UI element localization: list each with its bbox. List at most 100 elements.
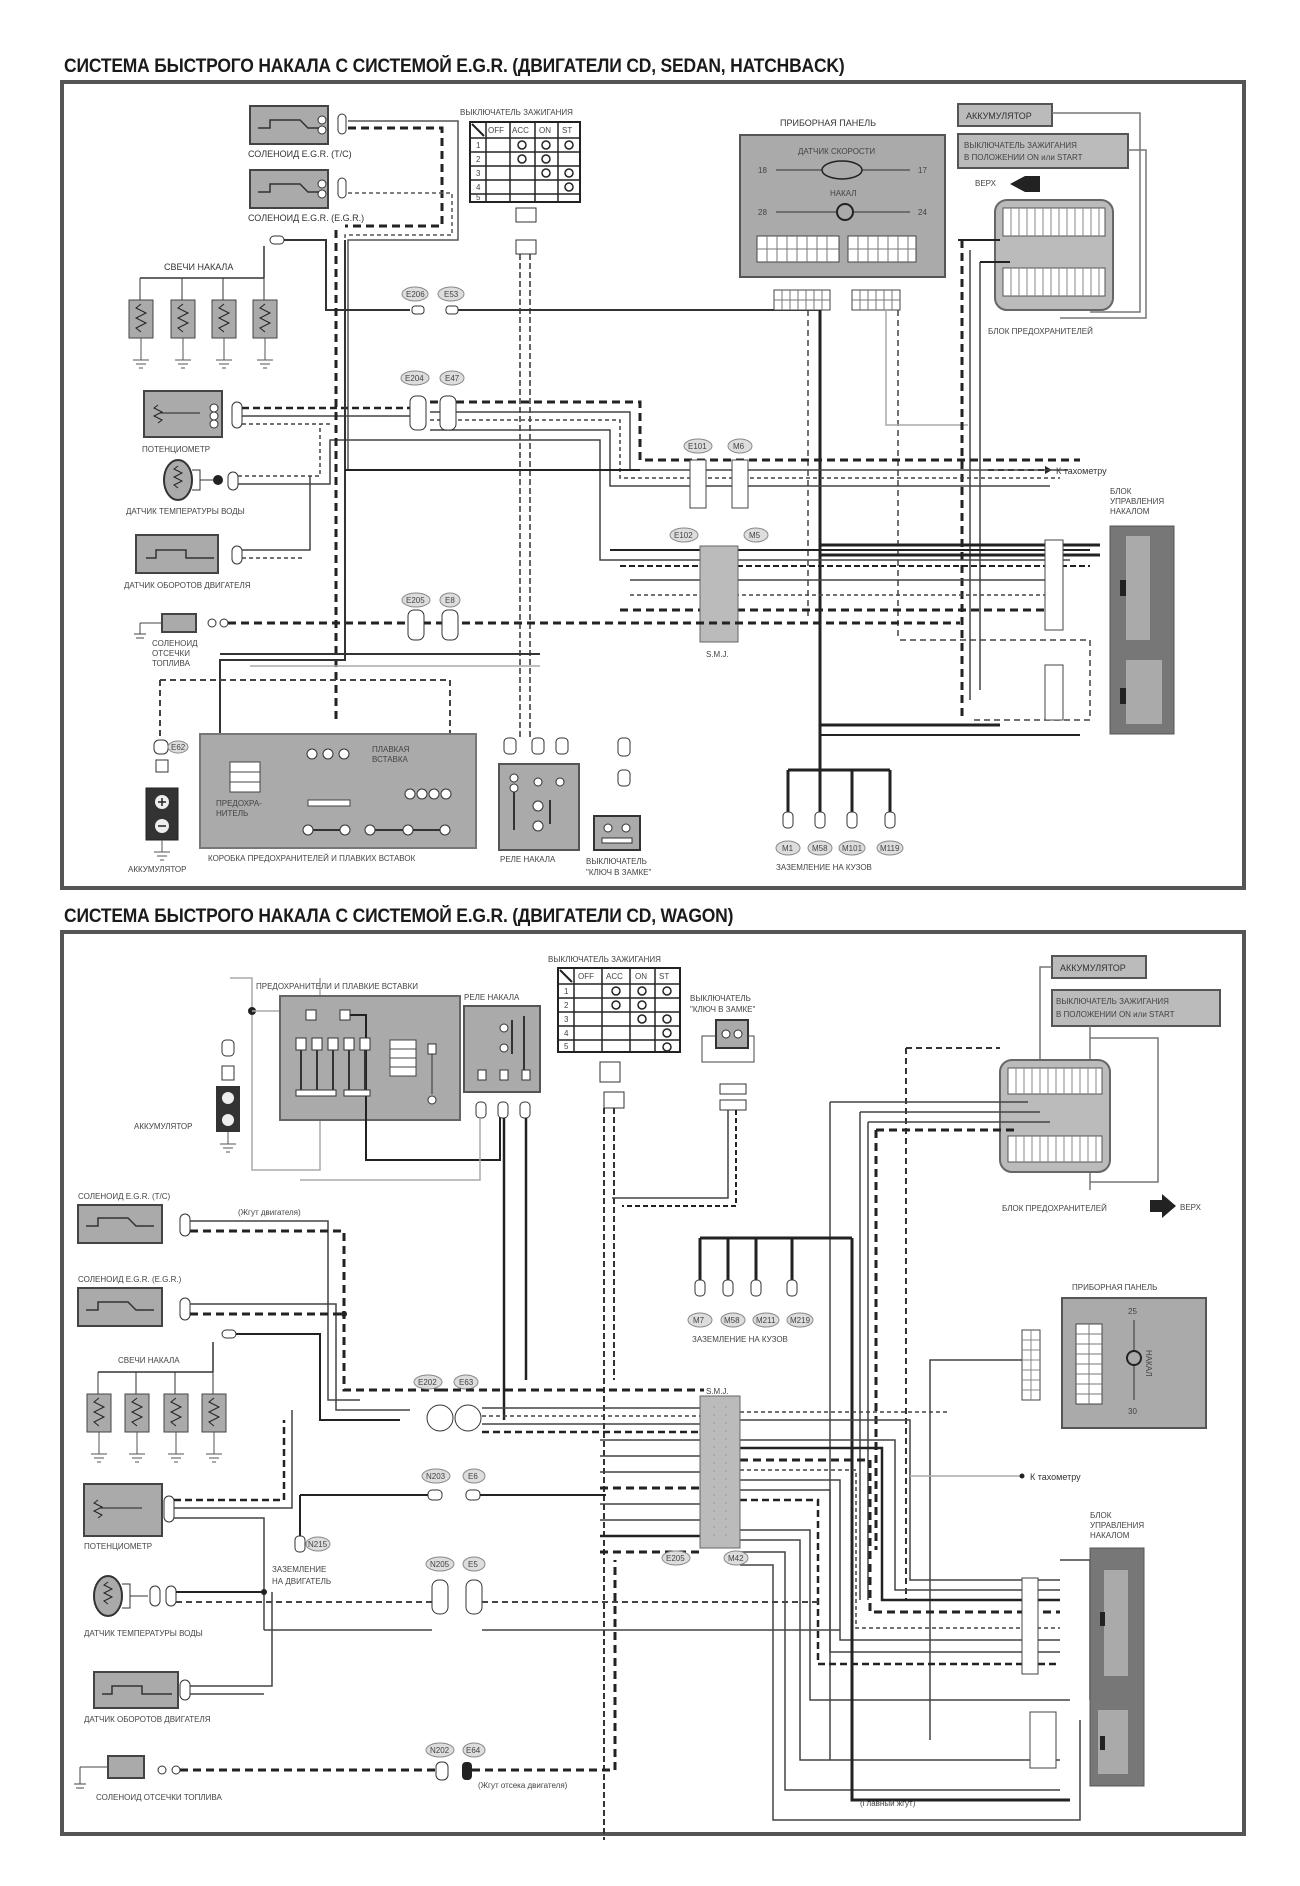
connector-n205-label: N205 [430, 1560, 450, 1569]
switch2-row-2: 2 [564, 1001, 569, 1010]
glow-plugs-label: СВЕЧИ НАКАЛА [164, 262, 233, 272]
switch2-row-1: 1 [564, 987, 569, 996]
connector-e204-e47: E204 E47 [400, 370, 465, 431]
ign-on-label-1: ВЫКЛЮЧАТЕЛЬ ЗАЖИГАНИЯ [964, 141, 1077, 150]
connector-n215-label: N215 [308, 1540, 328, 1549]
ignition-switch-table: ВЫКЛЮЧАТЕЛЬ ЗАЖИГАНИЯ OFF ACC ON ST 1 2 … [460, 108, 581, 740]
connector-m5-label: M5 [749, 531, 761, 540]
up-label: ВЕРХ [975, 179, 997, 188]
connector-e53-label: E53 [444, 290, 459, 299]
arrow-left-icon [1010, 176, 1040, 192]
connector-n202-label: N202 [430, 1746, 450, 1755]
battery-label-2: АККУМУЛЯТОР [134, 1122, 192, 1131]
battery-label: АККУМУЛЯТОР [128, 865, 186, 874]
connector-e202-e63: E202 E63 [413, 1374, 482, 1432]
glow-plug-4 [252, 278, 278, 369]
fuse-box-label: КОРОБКА ПРЕДОХРАНИТЕЛЕЙ И ПЛАВКИХ ВСТАВО… [208, 854, 416, 863]
battery-box2-label: АККУМУЛЯТОР [1060, 963, 1126, 973]
water-temp-sensor-2: ДАТЧИК ТЕМПЕРАТУРЫ ВОДЫ [84, 1575, 432, 1638]
switch-col-acc: ACC [512, 126, 529, 135]
ign-on2-label-2: В ПОЛОЖЕНИИ ON или START [1056, 1010, 1175, 1019]
potentiometer-2: ПОТЕНЦИОМЕТР [83, 1410, 293, 1630]
ground-m219: M219 [790, 1316, 811, 1325]
speed-sensor-label: ДАТЧИК СКОРОСТИ [798, 147, 875, 156]
connector-e47-label: E47 [445, 374, 460, 383]
battery-1: E62 АККУМУЛЯТОР [128, 679, 451, 874]
switch-row-4: 4 [476, 183, 481, 192]
smj-label: S.M.J. [706, 650, 729, 659]
engine-ground-2: N215 ЗАЗЕМЛЕНИЕ НА ДВИГАТЕЛЬ [272, 1495, 331, 1586]
fuel-cut2-label: СОЛЕНОИД ОТСЕЧКИ ТОПЛИВА [96, 1793, 222, 1802]
ground-m101: M101 [842, 844, 863, 853]
main-harness-label: (Главный жгут) [860, 1799, 916, 1808]
engine-speed2-label: ДАТЧИК ОБОРОТОВ ДВИГАТЕЛЯ [84, 1715, 211, 1724]
glow-plug-1 [128, 278, 154, 369]
glow-relay-1: РЕЛЕ НАКАЛА [498, 737, 580, 864]
glow-ctrl-label-2: УПРАВЛЕНИЯ [1110, 497, 1164, 506]
connector-e8-label: E8 [445, 596, 455, 605]
glow-control-unit-1: БЛОК УПРАВЛЕНИЯ НАКАЛОМ [1109, 487, 1175, 735]
glow-plugs2-label: СВЕЧИ НАКАЛА [118, 1356, 180, 1365]
switch2-col-acc: ACC [606, 972, 623, 981]
connector-e205-e8: E205 E8 [401, 592, 461, 641]
water-temp2-label: ДАТЧИК ТЕМПЕРАТУРЫ ВОДЫ [84, 1629, 203, 1638]
fuse-block2-label: БЛОК ПРЕДОХРАНИТЕЛЕЙ [1002, 1204, 1107, 1213]
key-switch-label-1: ВЫКЛЮЧАТЕЛЬ [586, 857, 647, 866]
switch-row-2: 2 [476, 155, 481, 164]
fusible-label-2: ВСТАВКА [372, 755, 409, 764]
egr-tc-label: СОЛЕНОИД E.G.R. (T/C) [248, 149, 352, 159]
switch-row-5: 5 [476, 193, 481, 202]
switch-col-on: ON [539, 126, 551, 135]
connector-e101-m6: E101 M6 [683, 438, 753, 509]
glow-plugs: СВЕЧИ НАКАЛА [128, 235, 410, 369]
glow-lamp-icon [836, 203, 854, 221]
fuse-label-2: НИТЕЛЬ [216, 809, 248, 818]
connector-e5-label: E5 [468, 1560, 478, 1569]
key-switch-label-2: "КЛЮЧ В ЗАМКЕ" [586, 868, 652, 877]
glow-plug-2-3 [163, 1372, 189, 1463]
switch-col-off: OFF [488, 126, 504, 135]
ground-m58: M58 [812, 844, 828, 853]
glow-indicator2-label: НАКАЛ [1144, 1350, 1153, 1377]
switch-col-st: ST [562, 126, 572, 135]
connector-n203-label: N203 [426, 1472, 446, 1481]
instrument-panel2-label: ПРИБОРНАЯ ПАНЕЛЬ [1072, 1283, 1157, 1292]
ign-on-label-2: В ПОЛОЖЕНИИ ON или START [964, 153, 1083, 162]
switch2-row-3: 3 [564, 1015, 569, 1024]
glow-plug-2-4 [201, 1372, 227, 1463]
switch2-row-4: 4 [564, 1029, 569, 1038]
connector-e62-label: E62 [171, 743, 186, 752]
connector-n205-e5: N205 E5 [425, 1556, 840, 1631]
switch2-col-on: ON [635, 972, 647, 981]
glow-plug-2-2 [124, 1372, 150, 1463]
fuse-block-2: АККУМУЛЯТОР ВЫКЛЮЧАТЕЛЬ ЗАЖИГАНИЯ В ПОЛО… [999, 955, 1221, 1218]
glow-ctrl-label-3: НАКАЛОМ [1110, 507, 1150, 516]
egr-solenoid-tc-2: СОЛЕНОИД E.G.R. (T/C) (Жгут двигателя) [77, 1192, 440, 1401]
engine-speed-sensor-2: ДАТЧИК ОБОРОТОВ ДВИГАТЕЛЯ [84, 1592, 273, 1724]
connector-e101-label: E101 [688, 442, 707, 451]
body-grounds-2: M7 M58 M211 M219 ЗАЗЕМЛЕНИЕ НА КУЗОВ [687, 1236, 854, 1600]
smj-2: S.M.J. E205 M42 [661, 1387, 749, 1566]
fuel-cut-solenoid-1: СОЛЕНОИД ОТСЕЧКИ ТОПЛИВА [134, 613, 960, 668]
to-tach-label: К тахометру [1056, 466, 1107, 476]
engine-speed-label: ДАТЧИК ОБОРОТОВ ДВИГАТЕЛЯ [124, 581, 251, 590]
body-ground-label: ЗАЗЕМЛЕНИЕ НА КУЗОВ [776, 863, 872, 872]
fuse-box-1: ПРЕДОХРА- НИТЕЛЬ ПЛАВКАЯ ВСТАВКА КОРОБКА… [199, 733, 477, 863]
engine-room-harness-label: (Жгут отсека двигателя) [478, 1781, 568, 1790]
fuses-label-2: ПРЕДОХРАНИТЕЛИ И ПЛАВКИЕ ВСТАВКИ [256, 982, 418, 991]
pin-30: 30 [1128, 1407, 1137, 1416]
potentiometer-label: ПОТЕНЦИОМЕТР [142, 445, 210, 454]
ground-m7: M7 [693, 1316, 705, 1325]
ground-m211: M211 [756, 1316, 776, 1325]
pin-24: 24 [918, 208, 927, 217]
engine-ground-label-1: ЗАЗЕМЛЕНИЕ [272, 1565, 326, 1574]
body-ground2-label: ЗАЗЕМЛЕНИЕ НА КУЗОВ [692, 1335, 788, 1344]
glow-ctrl2-label-2: УПРАВЛЕНИЯ [1090, 1521, 1144, 1530]
harness-bundle-2 [440, 1388, 1091, 1821]
engine-ground-label-2: НА ДВИГАТЕЛЬ [272, 1577, 331, 1586]
pin-18: 18 [758, 166, 767, 175]
to-tach2-label: К тахометру [1030, 1472, 1081, 1482]
connector-e64-label: E64 [466, 1746, 481, 1755]
switch2-col-off: OFF [578, 972, 594, 981]
connector-e205-label: E205 [406, 596, 425, 605]
